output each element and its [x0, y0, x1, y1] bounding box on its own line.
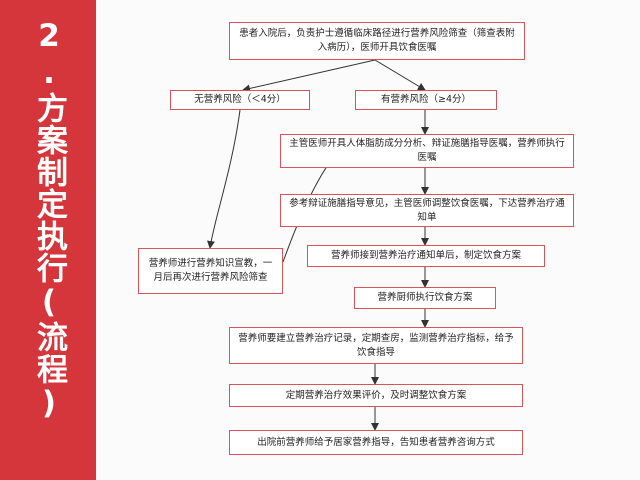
box-diet-plan: 营养师接到营养治疗通知单后，制定饮食方案: [307, 245, 545, 267]
box-evaluation: 定期营养治疗效果评价，及时调整饮食方案: [229, 384, 523, 407]
box-records: 营养师要建立营养治疗记录，定期查房，监测营养治疗指标，给予饮食指导: [229, 327, 523, 364]
box-reference: 参考辩证施膳指导意见，主管医师调整饮食医嘱，下达营养治疗通知单: [280, 194, 574, 227]
box-no-risk: 无营养风险（＜4分）: [170, 90, 310, 110]
box-discharge: 出院前营养师给予居家营养指导，告知患者营养咨询方式: [229, 430, 523, 455]
flowchart-canvas: [96, 0, 640, 480]
box-attending: 主管医师开具人体脂肪成分分析、辩证施膳指导医嘱，营养师执行医嘱: [280, 134, 574, 168]
box-education: 营养师进行营养知识宣教，一月后再次进行营养风险筛查: [138, 248, 283, 294]
box-admission: 患者入院后，负责护士遵循临床路径进行营养风险筛查（筛查表附入病历），医师开具饮食…: [229, 22, 525, 60]
title-sidebar: 2.方案制定执行(流程): [0, 0, 96, 480]
box-chef: 营养厨师执行饮食方案: [354, 287, 496, 309]
box-has-risk: 有营养风险（≥4分）: [355, 90, 497, 110]
slide-title: 2.方案制定执行(流程): [31, 18, 67, 422]
